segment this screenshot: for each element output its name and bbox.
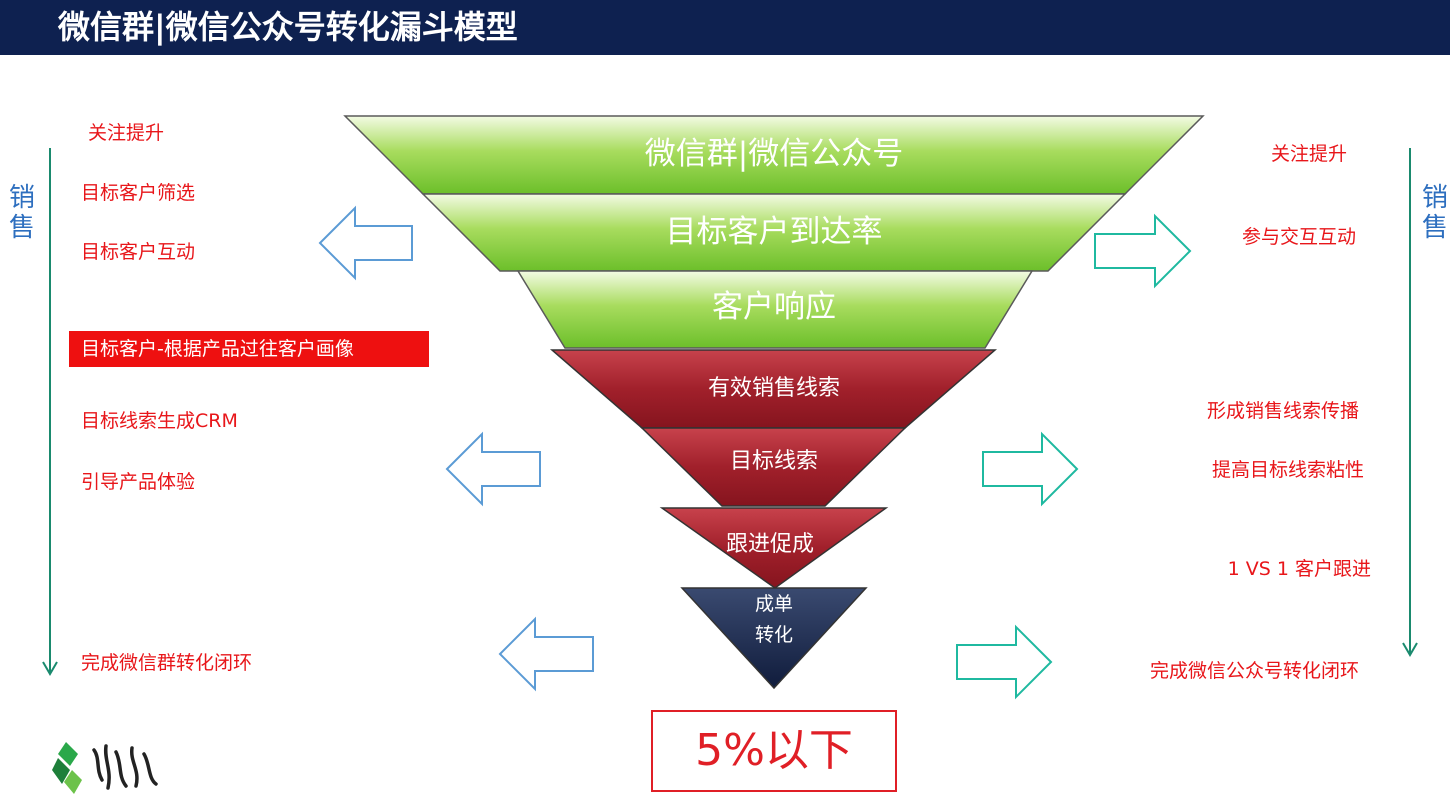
right-arrow-1-icon (1094, 213, 1192, 289)
page-title: 微信群|微信公众号转化漏斗模型 (58, 8, 518, 46)
stage-customer-response (516, 270, 1034, 349)
right-arrow-3-icon (956, 624, 1053, 700)
right-sales-label: 销售 (1421, 183, 1448, 243)
stage-reach-rate (421, 193, 1127, 272)
stage-label-valid-leads: 有效销售线索 (707, 376, 840, 401)
right-note-lead-spread: 形成销售线索传播 (1206, 400, 1359, 422)
header-bar: 微信群|微信公众号转化漏斗模型 (0, 0, 1450, 55)
funnel-top-section (343, 115, 1205, 349)
stage-label-conversion-line1: 成单 (754, 593, 793, 615)
stage-label-follow-up: 跟进促成 (725, 532, 814, 557)
left-note-product-trial: 引导产品体验 (81, 471, 196, 493)
left-arrow-2-icon (445, 431, 541, 507)
right-note-lead-stickiness: 提高目标线索粘性 (1211, 459, 1364, 481)
left-note-target-profile-highlight: 目标客户-根据产品过往客户画像 (69, 331, 429, 367)
weidong-logo-icon (52, 742, 158, 794)
stage-label-customer-response: 客户响应 (712, 289, 836, 325)
left-note-group-loop: 完成微信群转化闭环 (81, 652, 253, 674)
stage-label-target-leads: 目标线索 (729, 449, 818, 474)
left-arrow-1-icon (318, 205, 413, 281)
left-note-follow-increase: 关注提升 (88, 122, 165, 144)
stage-label-wechat-group: 微信群|微信公众号 (644, 136, 904, 172)
right-note-follow-increase: 关注提升 (1270, 143, 1347, 165)
stage-label-conversion-line2: 转化 (754, 624, 793, 646)
conversion-result-text: 5%以下 (695, 725, 853, 776)
right-sales-arrow-icon (1402, 148, 1418, 657)
left-note-crm-leads: 目标线索生成CRM (81, 410, 238, 432)
right-note-one-on-one: 1 VS 1 客户跟进 (1227, 558, 1371, 580)
stage-follow-up (659, 507, 889, 589)
stage-conversion (680, 587, 868, 690)
conversion-result-box: 5%以下 (651, 710, 897, 792)
left-note-target-interaction: 目标客户互动 (81, 241, 196, 263)
funnel-middle-section (549, 349, 998, 589)
right-arrow-2-icon (982, 431, 1079, 507)
right-note-interaction: 参与交互互动 (1241, 226, 1356, 248)
right-note-official-loop: 完成微信公众号转化闭环 (1149, 660, 1359, 682)
stage-label-reach-rate: 目标客户到达率 (665, 214, 883, 250)
left-arrow-3-icon (498, 616, 594, 692)
left-sales-label: 销售 (8, 183, 35, 243)
left-sales-arrow-icon (42, 148, 58, 676)
stage-target-leads (640, 427, 907, 507)
left-note-target-profile: 目标客户-根据产品过往客户画像 (81, 338, 354, 360)
left-note-target-screening: 目标客户筛选 (81, 182, 196, 204)
